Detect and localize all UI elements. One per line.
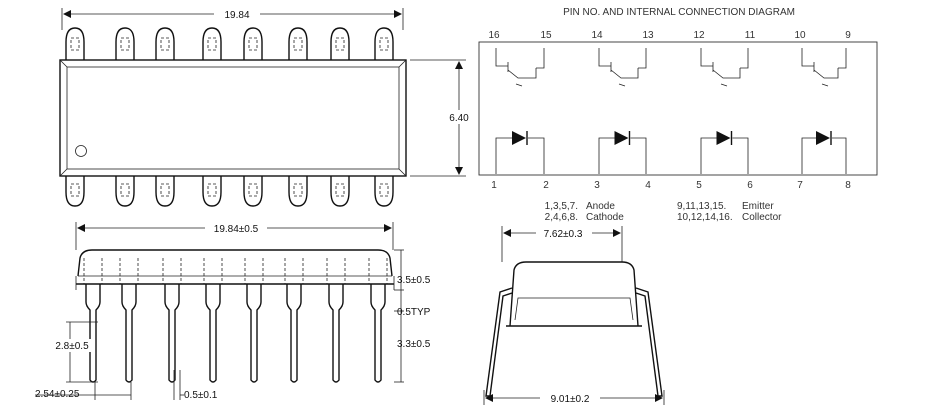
pin-label-13: 13 (642, 30, 654, 41)
side-lead (205, 284, 221, 383)
pin-label-7: 7 (797, 180, 803, 191)
standoff-lead-label: 2.8±0.5 (55, 341, 89, 352)
led-diode-icon (512, 131, 526, 145)
top-view-body-outline (59, 59, 407, 177)
top-view: 19.84 6.40 (59, 7, 471, 207)
connection-diagram-title: PIN NO. AND INTERNAL CONNECTION DIAGRAM (563, 7, 795, 18)
top-lead-lower (115, 176, 135, 207)
led-diode-icon (816, 131, 830, 145)
top-lead-upper (155, 27, 175, 60)
top-pin-labels: 16 15 14 13 12 11 10 9 (488, 30, 851, 41)
top-view-body-inner (66, 66, 400, 170)
channel-1 (495, 48, 545, 174)
connection-diagram: PIN NO. AND INTERNAL CONNECTION DIAGRAM … (478, 7, 878, 223)
legend-cathode-pins: 2,4,6,8. (545, 212, 578, 223)
pin-label-4: 4 (645, 180, 651, 191)
top-lead-upper (202, 27, 222, 60)
pin-function-legend: 1,3,5,7. Anode 2,4,6,8. Cathode 9,11,13,… (545, 201, 782, 223)
end-view-left-lead (485, 287, 513, 397)
end-view-right-lead (635, 287, 663, 397)
pin-label-15: 15 (540, 30, 552, 41)
top-lead-upper (374, 27, 394, 60)
side-lead (286, 284, 302, 383)
end-view: 7.62±0.3 9.01±0.2 (483, 226, 665, 405)
top-view-upper-leads (65, 27, 394, 60)
top-lead-lower (155, 176, 175, 207)
pin-label-14: 14 (591, 30, 603, 41)
pin-label-11: 11 (745, 30, 756, 41)
top-lead-upper (243, 27, 263, 60)
top-width-label: 6.40 (449, 113, 469, 124)
lead-width-label: 0.5±0.1 (184, 390, 218, 401)
pin-label-2: 2 (543, 180, 549, 191)
pin-label-5: 5 (696, 180, 702, 191)
legend-anode-pins: 1,3,5,7. (545, 201, 578, 212)
side-view: 19.84±0.5 3.5±0.5 0.5TYP 3.3±0.5 2.8±0.5… (35, 221, 431, 401)
pin-label-3: 3 (594, 180, 600, 191)
channel-4 (801, 48, 847, 174)
top-lead-lower (330, 176, 350, 207)
side-lead (370, 284, 386, 383)
lead-span-label: 9.01±0.2 (551, 394, 590, 405)
end-view-body (509, 261, 639, 327)
legend-emitter-function: Emitter (742, 201, 774, 212)
connection-diagram-frame (478, 41, 878, 176)
pin-label-9: 9 (845, 30, 851, 41)
legend-collector-pins: 10,12,14,16. (677, 212, 733, 223)
lead-length-label: 3.3±0.5 (397, 339, 431, 350)
top-lead-upper (288, 27, 308, 60)
pin-one-marker (75, 145, 87, 157)
top-lead-lower (243, 176, 263, 207)
led-diode-icon (614, 131, 629, 145)
top-lead-lower (202, 176, 222, 207)
pin-label-12: 12 (693, 30, 705, 41)
top-lead-upper (115, 27, 135, 60)
top-length-label: 19.84 (224, 10, 249, 21)
channel-3 (700, 48, 749, 174)
row-spacing-label: 7.62±0.3 (544, 229, 583, 240)
legend-collector-function: Collector (742, 212, 782, 223)
pin-label-6: 6 (747, 180, 753, 191)
led-diode-icon (716, 131, 731, 145)
side-lead (328, 284, 344, 383)
seating-plane-label: 0.5TYP (397, 307, 431, 318)
bottom-pin-labels: 1 2 3 4 5 6 7 8 (491, 180, 851, 191)
pin-label-16: 16 (488, 30, 500, 41)
legend-cathode-function: Cathode (586, 212, 624, 223)
side-length-label: 19.84±0.5 (214, 224, 259, 235)
top-lead-lower (65, 176, 85, 207)
side-lead (121, 284, 137, 383)
pin-label-1: 1 (491, 180, 497, 191)
top-lead-upper (330, 27, 350, 60)
optocoupler-channels (495, 48, 847, 174)
pin-label-8: 8 (845, 180, 851, 191)
top-lead-lower (374, 176, 394, 207)
channel-2 (598, 48, 647, 174)
side-view-body (77, 249, 393, 277)
side-lead (164, 284, 180, 383)
legend-emitter-pins: 9,11,13,15. (677, 201, 726, 212)
body-height-label: 3.5±0.5 (397, 275, 431, 286)
side-view-leads (83, 258, 388, 383)
top-lead-upper (65, 27, 85, 60)
pitch-label: 2.54±0.25 (35, 389, 80, 400)
side-lead (246, 284, 262, 383)
side-lead (85, 284, 101, 383)
pin-label-10: 10 (794, 30, 806, 41)
top-lead-lower (288, 176, 308, 207)
legend-anode-function: Anode (586, 201, 615, 212)
top-view-lower-leads (65, 176, 394, 207)
